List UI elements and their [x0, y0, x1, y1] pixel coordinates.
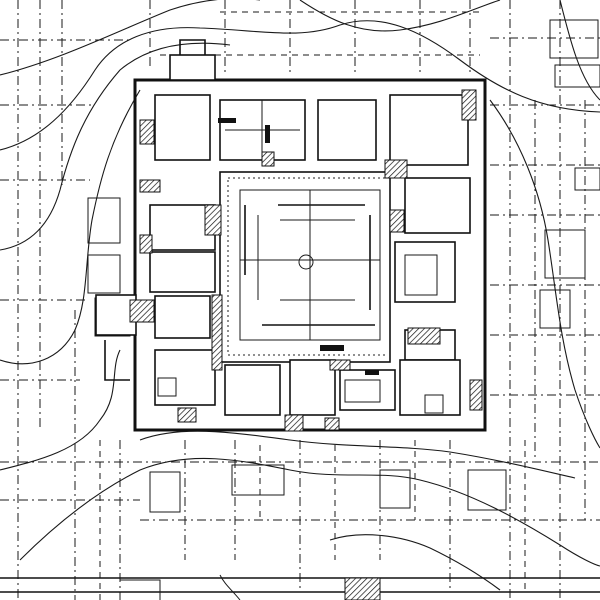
- lower-wall: [0, 574, 600, 600]
- surrounding-blocks: [87, 19, 600, 513]
- main-complex: [95, 39, 487, 432]
